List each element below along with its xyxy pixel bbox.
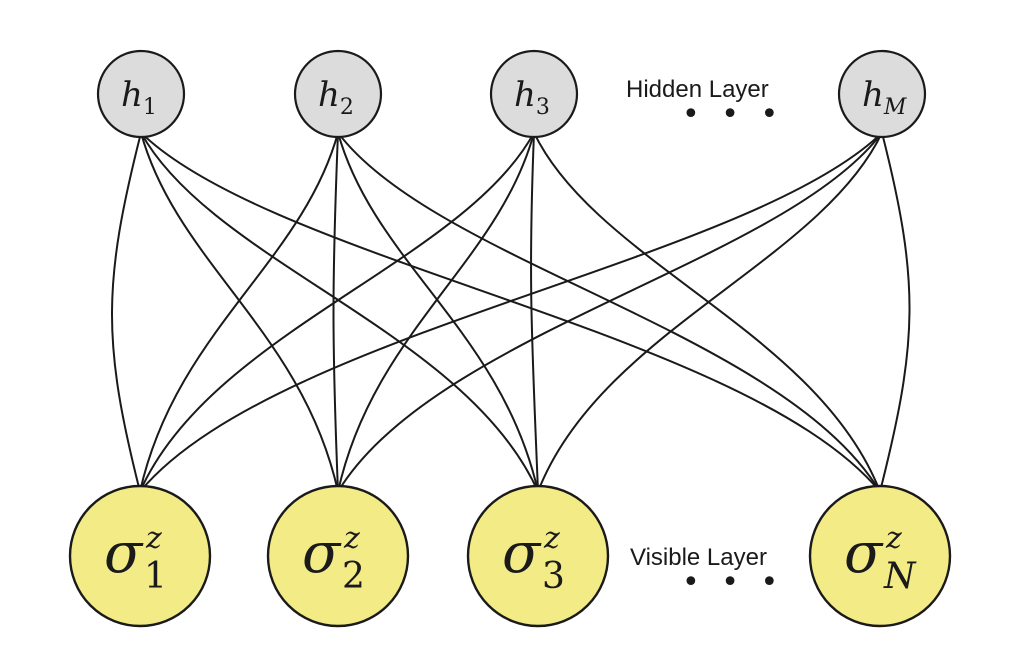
- hidden-node-h1: h1: [96, 49, 186, 139]
- visible-node-sup-s3: z: [543, 521, 560, 556]
- edge-h1-s3: [140, 132, 539, 493]
- edge-hM-sN: [879, 132, 911, 492]
- edge-h2-s1: [139, 132, 339, 492]
- visible-node-sup-s1: z: [145, 521, 162, 556]
- visible-node-label-s2: σ: [302, 521, 342, 586]
- hidden-node-h2: h2: [293, 49, 383, 139]
- visible-node-sub-s2: 2: [342, 556, 365, 597]
- visible-node-sup-s2: z: [343, 521, 360, 556]
- visible-node-sub-sN: N: [883, 556, 917, 597]
- edge-h2-sN: [337, 132, 881, 493]
- visible-node-label-s3: σ: [502, 521, 542, 586]
- edge-h1-s1: [111, 132, 142, 492]
- edge-hM-s3: [537, 132, 883, 492]
- visible-node-label-sN: σ: [844, 521, 884, 586]
- hidden-layer-label: Hidden Layer: [626, 76, 769, 103]
- edge-h3-sN: [533, 132, 881, 492]
- edge-h1-sN: [140, 131, 881, 493]
- visible-node-sub-s3: 3: [542, 556, 565, 597]
- visible-layer-ellipsis: • • •: [682, 565, 784, 600]
- edge-h3-s2: [337, 132, 535, 492]
- visible-layer-label: Visible Layer: [630, 544, 767, 571]
- hidden-node-h3: h3: [489, 49, 579, 139]
- visible-node-sub-s1: 1: [144, 556, 167, 597]
- edge-hM-s2: [337, 132, 883, 493]
- edge-h2-s3: [337, 132, 539, 492]
- edge-h2-s2: [332, 132, 339, 492]
- visible-node-sup-sN: z: [885, 521, 902, 556]
- edges: [111, 131, 911, 493]
- hidden-layer-ellipsis: • • •: [682, 97, 784, 132]
- hidden-node-hM: hM: [837, 49, 927, 139]
- edge-h1-s2: [140, 132, 339, 492]
- edge-h3-s1: [139, 132, 535, 493]
- edge-hM-s1: [139, 131, 883, 493]
- visible-node-label-s1: σ: [104, 521, 144, 586]
- edge-h3-s3: [530, 132, 539, 492]
